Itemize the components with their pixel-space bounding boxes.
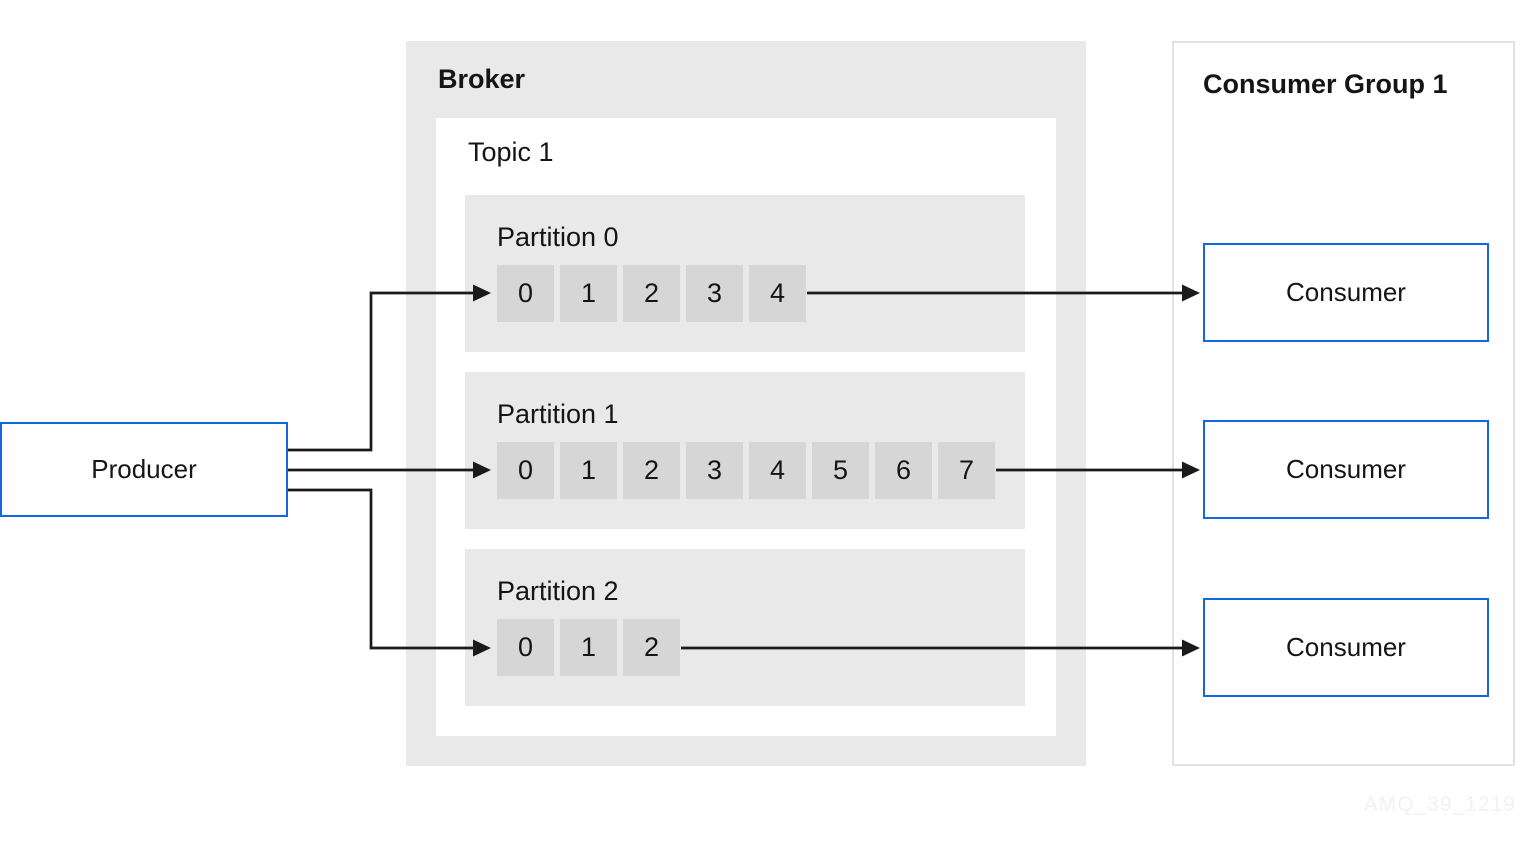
partition-0-label: Partition 0 [497,222,619,252]
consumer-box-2: Consumer [1203,420,1489,519]
consumer-3-label: Consumer [1286,632,1406,662]
message-cell: 5 [812,442,869,499]
consumer-box-1: Consumer [1203,243,1489,342]
message-cell: 0 [497,619,554,676]
message-cell: 6 [875,442,932,499]
partition-1-label: Partition 1 [497,399,619,429]
consumer-box-3: Consumer [1203,598,1489,697]
partition-1-cells: 0 1 2 3 4 5 6 7 [497,442,995,499]
message-cell: 3 [686,265,743,322]
message-cell: 4 [749,265,806,322]
partition-0-cells: 0 1 2 3 4 [497,265,806,322]
broker-label: Broker [438,64,526,94]
message-cell: 1 [560,442,617,499]
producer-box: Producer [0,422,288,517]
message-cell: 4 [749,442,806,499]
message-cell: 0 [497,265,554,322]
broker-box: Broker Topic 1 Partition 0 0 1 2 3 4 Par… [406,41,1086,766]
consumer-1-label: Consumer [1286,277,1406,307]
message-cell: 2 [623,442,680,499]
consumer-group-label: Consumer Group 1 [1203,69,1448,99]
partition-2-label: Partition 2 [497,576,619,606]
message-cell: 2 [623,265,680,322]
producer-label: Producer [91,454,197,484]
watermark-label: AMQ_39_1219 [1363,793,1516,816]
topic-label: Topic 1 [468,137,554,167]
consumer-2-label: Consumer [1286,454,1406,484]
message-cell: 0 [497,442,554,499]
message-cell: 2 [623,619,680,676]
partition-2-box: Partition 2 0 1 2 [465,549,1025,706]
partition-2-cells: 0 1 2 [497,619,680,676]
message-cell: 3 [686,442,743,499]
message-cell: 1 [560,265,617,322]
message-cell: 1 [560,619,617,676]
partition-1-box: Partition 1 0 1 2 3 4 5 6 7 [465,372,1025,529]
topic-box: Topic 1 Partition 0 0 1 2 3 4 Partition … [436,118,1056,736]
message-cell: 7 [938,442,995,499]
partition-0-box: Partition 0 0 1 2 3 4 [465,195,1025,352]
